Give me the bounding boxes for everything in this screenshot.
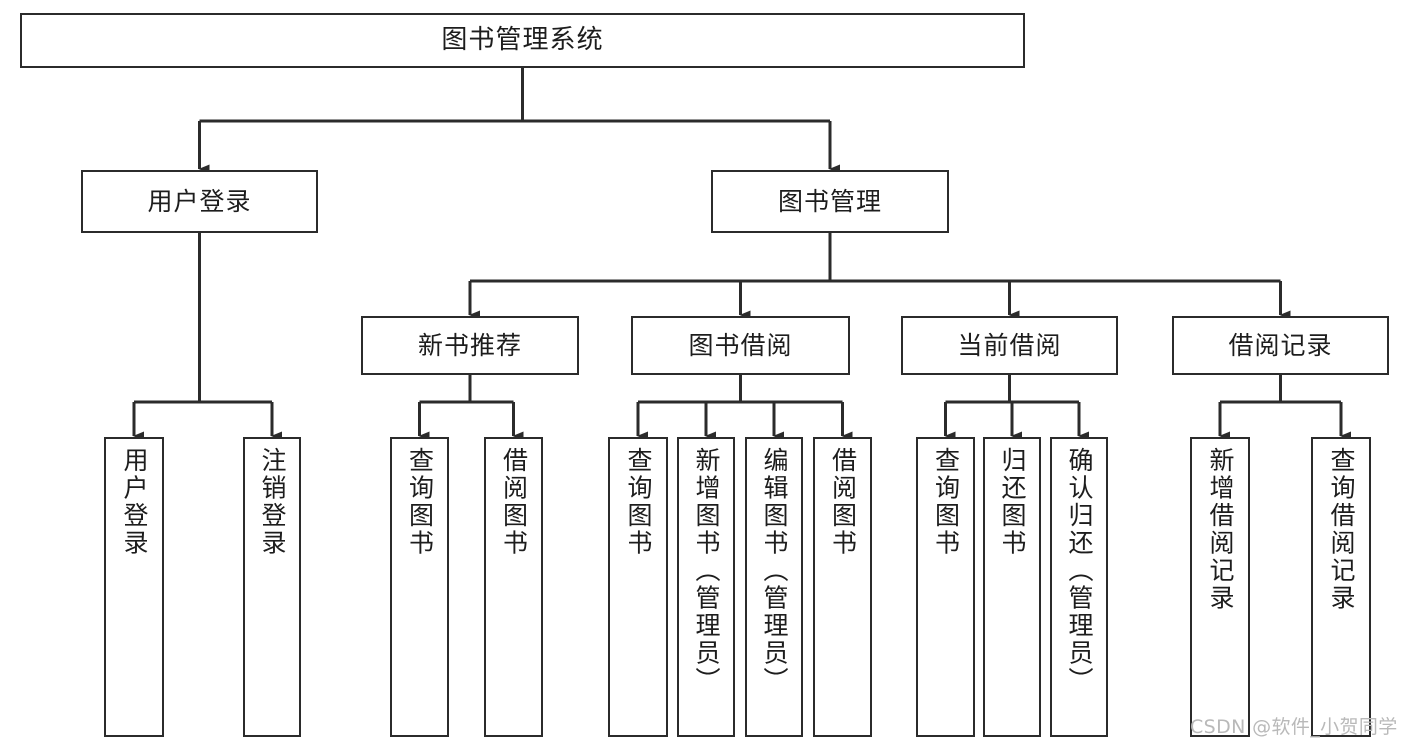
node-book-management-label: 图书管理 — [777, 186, 882, 216]
node-user-login-label: 用户登录 — [147, 186, 252, 216]
leaf-current-query-book-label: 查询图书 — [931, 447, 961, 557]
leaf-records-query-record-label: 查询借阅记录 — [1327, 447, 1356, 612]
leaf-current-return-book[interactable]: 归还图书 — [983, 437, 1041, 737]
node-current-borrow-label: 当前借阅 — [957, 330, 1062, 360]
leaf-user-login-label: 用户登录 — [120, 447, 149, 557]
leaf-newbook-borrow-book-label: 借阅图书 — [499, 447, 529, 557]
node-root-label: 图书管理系统 — [441, 25, 604, 56]
leaf-user-logout[interactable]: 注销登录 — [243, 437, 301, 737]
leaf-newbook-query-book-label: 查询图书 — [405, 447, 435, 557]
node-book-borrow-label: 图书借阅 — [688, 330, 793, 360]
node-book-borrow[interactable]: 图书借阅 — [631, 316, 850, 375]
leaf-borrow-add-book-admin-label: 新增图书（管理员） — [692, 447, 721, 695]
node-borrow-records[interactable]: 借阅记录 — [1172, 316, 1389, 375]
leaf-borrow-add-book-admin[interactable]: 新增图书（管理员） — [677, 437, 735, 737]
node-new-book-recommend[interactable]: 新书推荐 — [361, 316, 579, 375]
leaf-borrow-edit-book-admin[interactable]: 编辑图书（管理员） — [745, 437, 803, 737]
node-root[interactable]: 图书管理系统 — [20, 13, 1025, 68]
leaf-borrow-borrow-book-label: 借阅图书 — [828, 447, 858, 557]
node-book-management[interactable]: 图书管理 — [711, 170, 949, 233]
node-user-login[interactable]: 用户登录 — [81, 170, 318, 233]
leaf-current-return-book-label: 归还图书 — [998, 447, 1027, 557]
leaf-user-logout-label: 注销登录 — [258, 447, 287, 557]
leaf-records-add-record[interactable]: 新增借阅记录 — [1190, 437, 1250, 737]
leaf-records-query-record[interactable]: 查询借阅记录 — [1311, 437, 1371, 737]
leaf-user-login[interactable]: 用户登录 — [104, 437, 164, 737]
leaf-current-confirm-return-admin[interactable]: 确认归还（管理员） — [1050, 437, 1108, 737]
leaf-current-query-book[interactable]: 查询图书 — [916, 437, 975, 737]
leaf-borrow-query-book[interactable]: 查询图书 — [608, 437, 668, 737]
leaf-records-add-record-label: 新增借阅记录 — [1206, 447, 1235, 612]
node-new-book-recommend-label: 新书推荐 — [417, 330, 522, 360]
leaf-current-confirm-return-admin-label: 确认归还（管理员） — [1065, 447, 1094, 695]
node-borrow-records-label: 借阅记录 — [1228, 330, 1333, 360]
leaf-borrow-edit-book-admin-label: 编辑图书（管理员） — [760, 447, 789, 695]
leaf-borrow-query-book-label: 查询图书 — [624, 447, 653, 557]
watermark: CSDN @软件_小贺同学 — [1190, 716, 1398, 738]
leaf-newbook-query-book[interactable]: 查询图书 — [390, 437, 449, 737]
node-current-borrow[interactable]: 当前借阅 — [901, 316, 1118, 375]
leaf-borrow-borrow-book[interactable]: 借阅图书 — [813, 437, 872, 737]
edge-group — [132, 68, 1351, 441]
leaf-newbook-borrow-book[interactable]: 借阅图书 — [484, 437, 543, 737]
